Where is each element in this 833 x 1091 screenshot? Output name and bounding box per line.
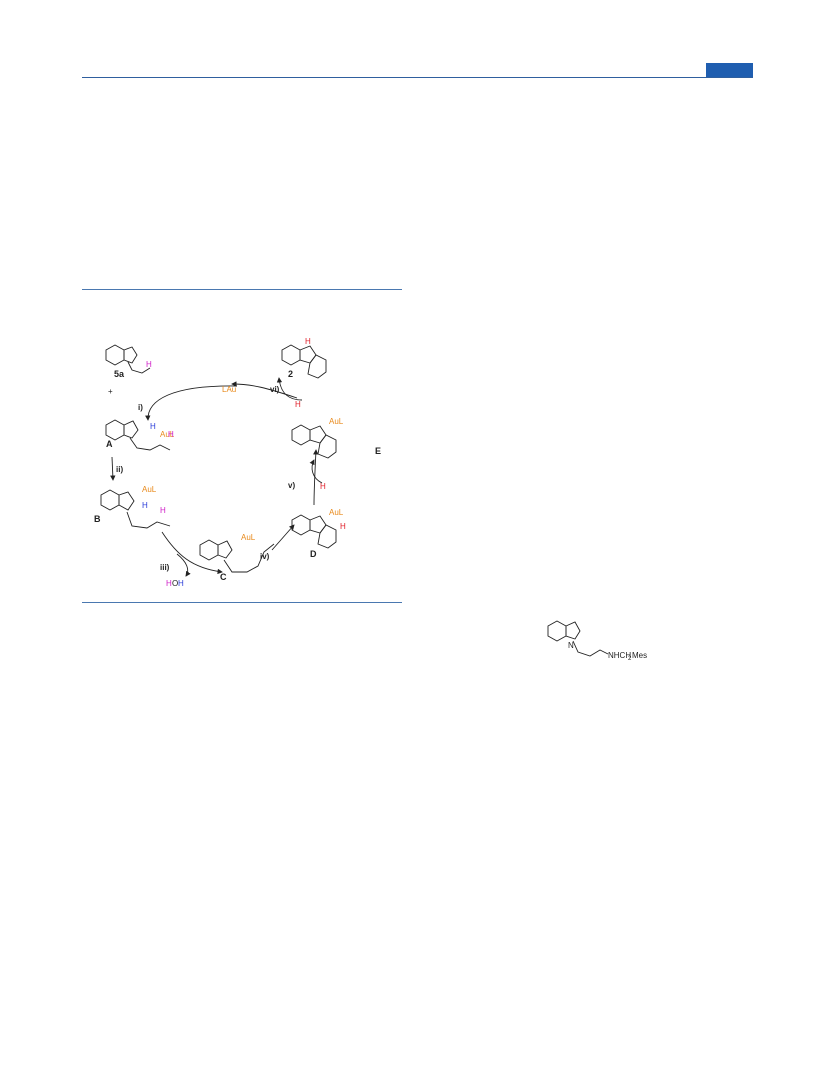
- B-HO-H: H: [160, 506, 166, 515]
- B-AuL: AuL: [142, 485, 157, 494]
- label-2: 2: [288, 369, 293, 379]
- step-v: v): [288, 481, 295, 490]
- LAu-label: LAu: [222, 385, 236, 394]
- D-H: H: [340, 522, 346, 531]
- step-vi: vi): [270, 385, 280, 394]
- arrow-v: [313, 449, 319, 506]
- A-H: H: [150, 422, 156, 431]
- ring-5a-benzene: [105, 344, 125, 366]
- label-C: C: [220, 572, 227, 582]
- HOH-O: O: [172, 579, 178, 588]
- small-tail: Mes: [632, 651, 647, 660]
- label-D: D: [310, 549, 317, 559]
- ring-D-benzene: [291, 514, 311, 536]
- step-iii: iii): [160, 563, 170, 572]
- label-E: E: [375, 446, 381, 456]
- catalytic-cycle-scheme: 5a A B C D E 2 i) ii) iii) iv) v) vi) LA…: [94, 337, 381, 588]
- arrow-iv: [271, 524, 295, 551]
- E-H: H: [320, 482, 326, 491]
- 5a-H: H: [146, 360, 152, 369]
- ring-C-benzene: [199, 539, 219, 561]
- ring-5a-pyrrole: [123, 346, 138, 364]
- HOH-H2: H: [178, 579, 184, 588]
- small-label: NHCH: [608, 651, 631, 660]
- arrow-iii: [161, 531, 223, 575]
- header-rule: [82, 77, 753, 78]
- header-tab: [706, 63, 753, 77]
- C-AuL: AuL: [241, 533, 256, 542]
- figure-bottom-rule: [82, 602, 402, 603]
- label-5a: 5a: [114, 369, 125, 379]
- A-HO-H: H: [168, 430, 174, 439]
- step-ii: ii): [116, 465, 123, 474]
- D-AuL: AuL: [329, 508, 344, 517]
- label-A: A: [106, 439, 113, 449]
- arrow-ii: [110, 456, 116, 481]
- ring-A-benzene: [105, 419, 125, 441]
- step-iv: iv): [260, 552, 270, 561]
- figure-top-rule: [82, 289, 402, 290]
- arrow-vi: [231, 381, 298, 399]
- A-AuL: AuL: [160, 430, 175, 439]
- HOH-H1: H: [166, 579, 172, 588]
- ring-2-benzene: [281, 344, 301, 366]
- label-B: B: [94, 514, 101, 524]
- plus-sign: +: [108, 387, 113, 396]
- ring-B-benzene: [100, 489, 120, 511]
- small-N: N: [568, 641, 574, 650]
- arrow-i: [145, 385, 238, 421]
- small-sub: 2: [628, 656, 632, 662]
- cmpd2-H: H: [305, 337, 311, 346]
- proton-H: H: [295, 400, 301, 409]
- ring-E-benzene: [291, 424, 311, 446]
- B-H: H: [142, 501, 148, 510]
- step-i: i): [138, 403, 143, 412]
- indole-nhch2mes-structure: N NHCH 2 Mes: [547, 620, 647, 662]
- E-AuL: AuL: [329, 417, 344, 426]
